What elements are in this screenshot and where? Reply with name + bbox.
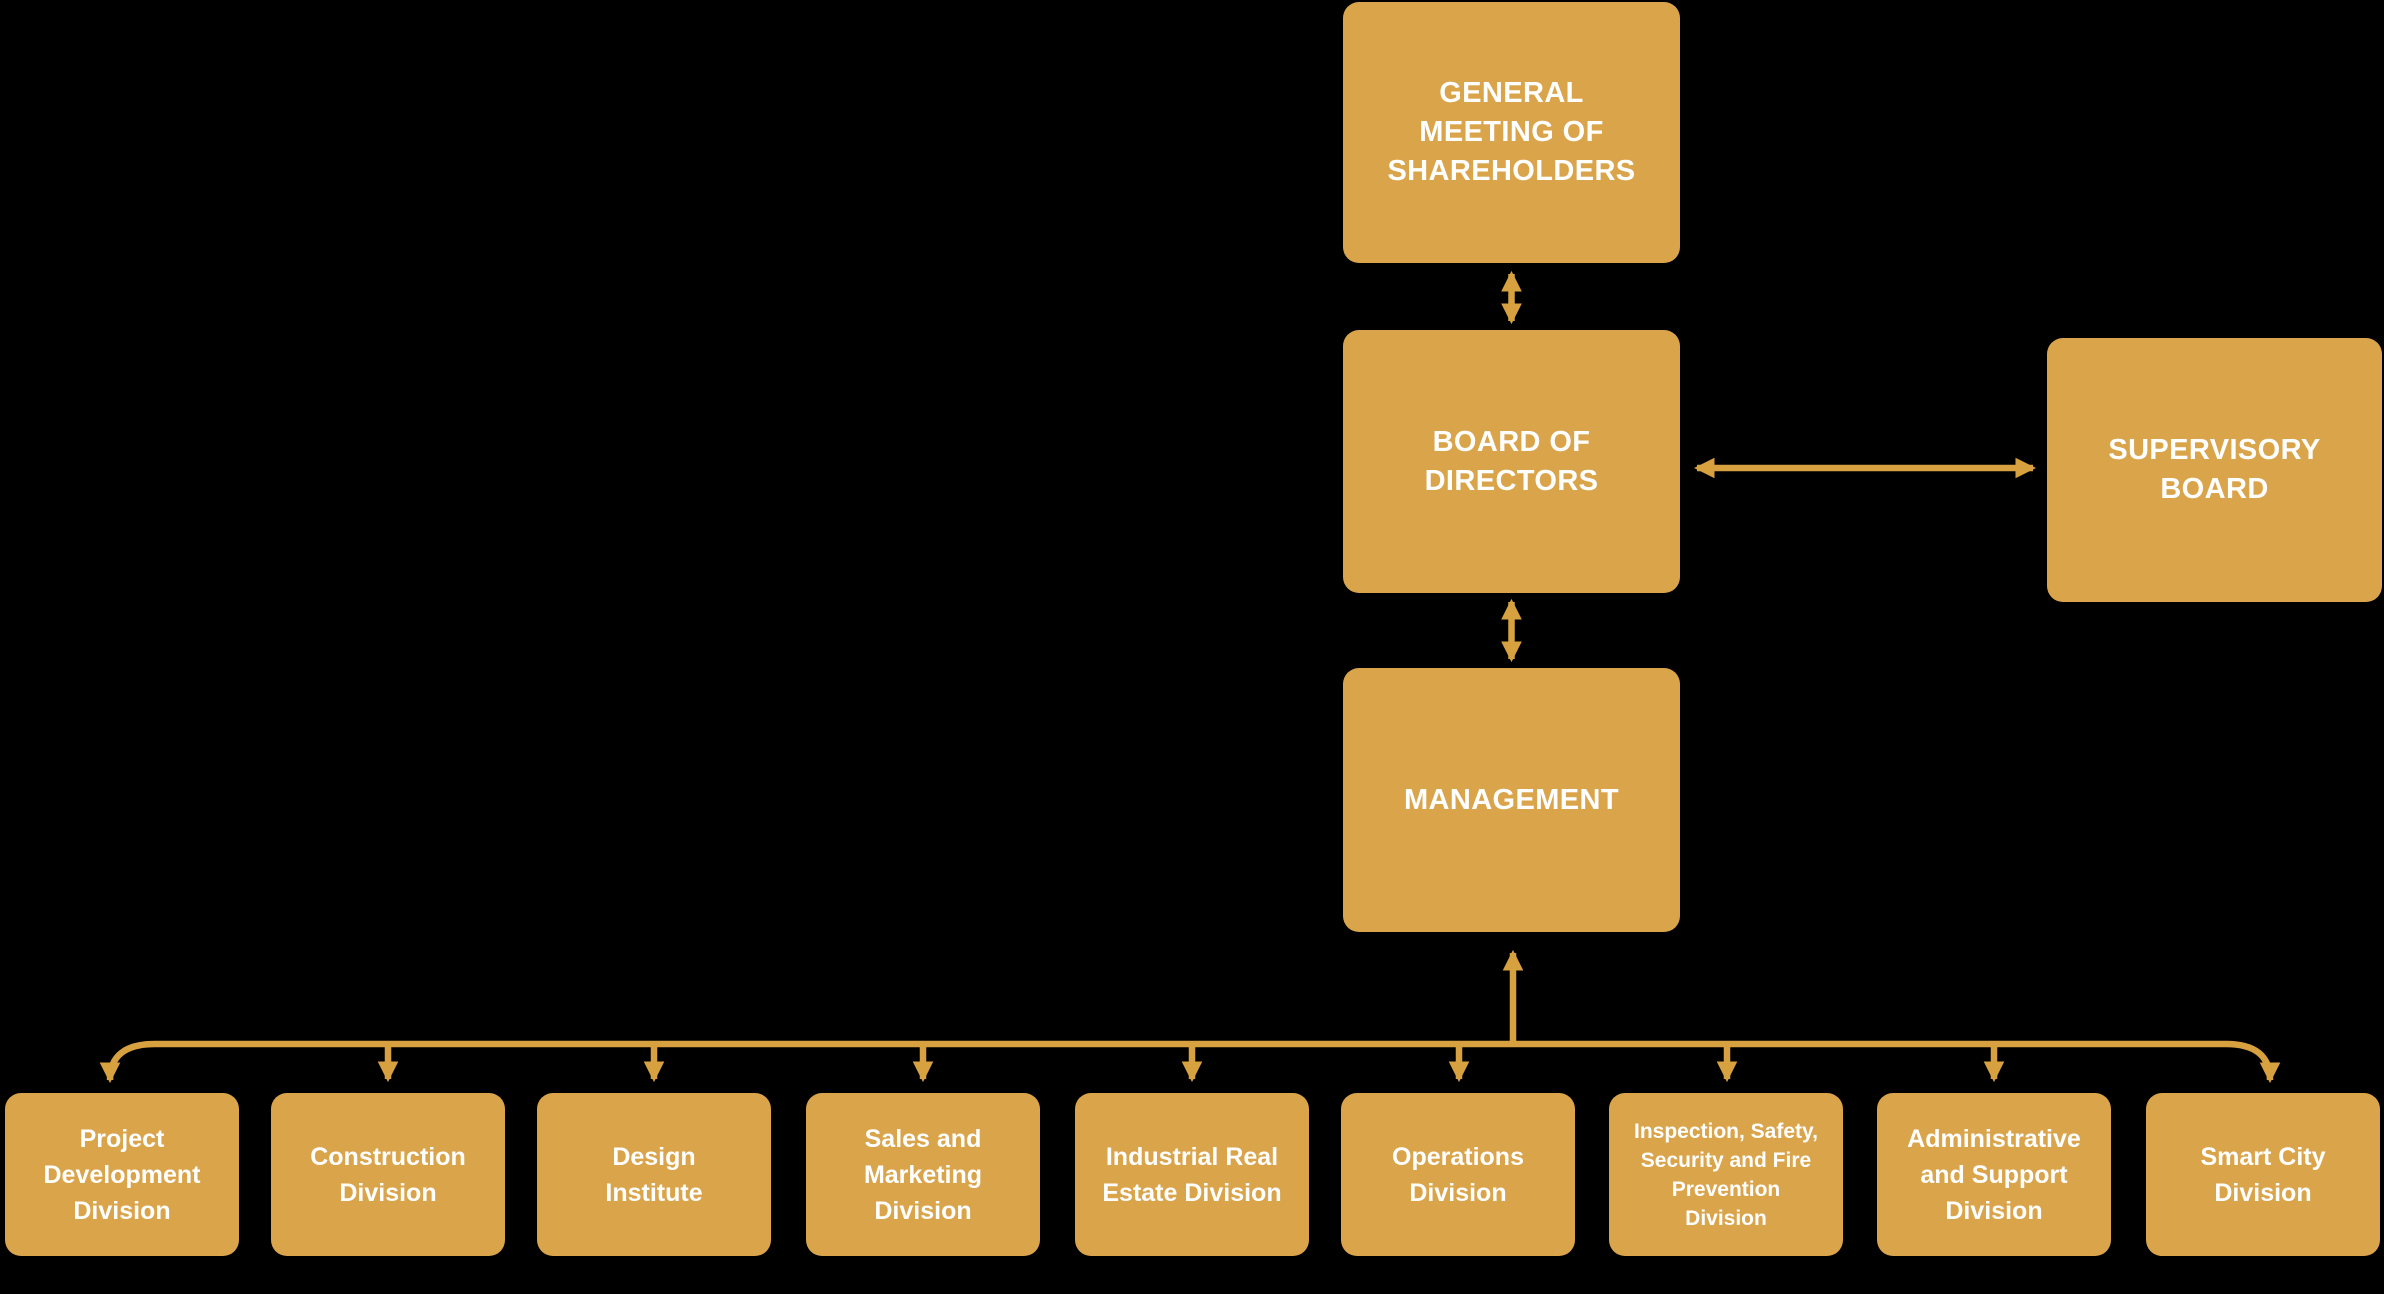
node-administrative-and-support-division: Administrative and Support Division bbox=[1877, 1093, 2111, 1256]
node-operations-division: Operations Division bbox=[1341, 1093, 1575, 1256]
node-design-institute: Design Institute bbox=[537, 1093, 771, 1256]
node-general-meeting-of-shareholders: GENERAL MEETING OF SHAREHOLDERS bbox=[1343, 2, 1680, 263]
node-smart-city-division: Smart City Division bbox=[2146, 1093, 2380, 1256]
node-sales-and-marketing-division: Sales and Marketing Division bbox=[806, 1093, 1040, 1256]
node-inspection-safety-security-fire-prevention-division: Inspection, Safety, Security and Fire Pr… bbox=[1609, 1093, 1843, 1256]
node-management: MANAGEMENT bbox=[1343, 668, 1680, 932]
node-construction-division: Construction Division bbox=[271, 1093, 505, 1256]
node-project-development-division: Project Development Division bbox=[5, 1093, 239, 1256]
node-industrial-real-estate-division: Industrial Real Estate Division bbox=[1075, 1093, 1309, 1256]
node-board-of-directors: BOARD OF DIRECTORS bbox=[1343, 330, 1680, 593]
node-supervisory-board: SUPERVISORY BOARD bbox=[2047, 338, 2382, 602]
